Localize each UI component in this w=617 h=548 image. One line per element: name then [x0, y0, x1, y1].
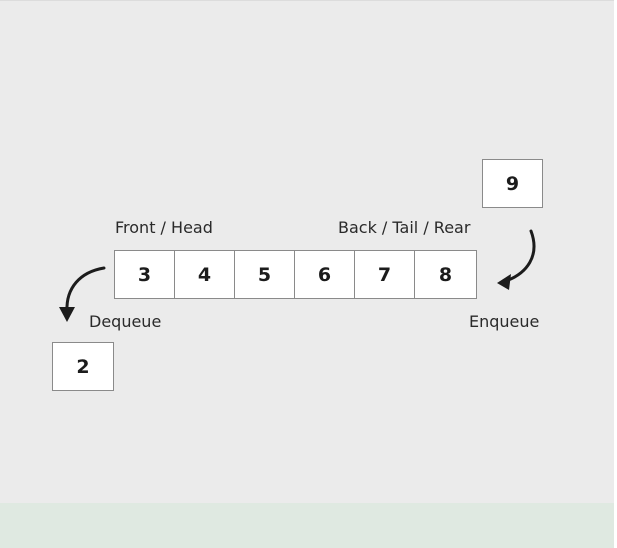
- outgoing-element-box: 2: [52, 342, 114, 391]
- queue-cell: 3: [115, 251, 175, 298]
- incoming-element-box: 9: [482, 159, 543, 208]
- queue-cell: 7: [355, 251, 415, 298]
- queue-cell: 8: [438, 263, 453, 286]
- arrows-layer: [59, 229, 536, 322]
- queue-array: 3 4 5 6 7 8: [114, 250, 477, 299]
- queue-cell: 6: [295, 251, 355, 298]
- enqueue-label: Enqueue: [469, 312, 540, 331]
- top-border: [0, 0, 617, 1]
- footer-band: [0, 503, 617, 548]
- enqueue-arrow-icon: [497, 229, 536, 290]
- dequeue-arrow-icon: [59, 266, 106, 322]
- dequeue-label: Dequeue: [89, 312, 162, 331]
- front-head-label: Front / Head: [115, 218, 213, 237]
- diagram-canvas: Front / Head Back / Tail / Rear 3 4 5 6 …: [0, 0, 617, 503]
- right-edge-strip: [614, 0, 617, 548]
- back-tail-rear-label: Back / Tail / Rear: [338, 218, 471, 237]
- queue-cell: 5: [235, 251, 295, 298]
- queue-cell: 4: [175, 251, 235, 298]
